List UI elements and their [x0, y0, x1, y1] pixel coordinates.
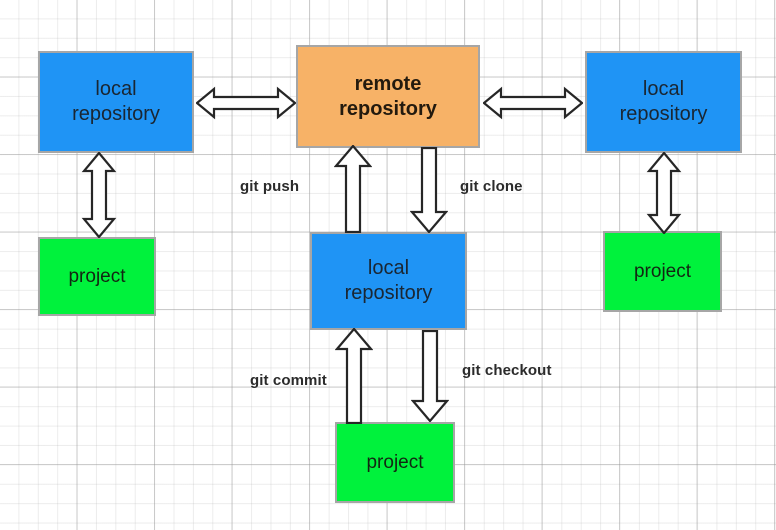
arrow-remote-to-local-right	[483, 86, 583, 120]
node-label: project	[633, 260, 692, 282]
node-label: project	[366, 451, 424, 473]
node-project-bottom[interactable]: project	[335, 422, 455, 503]
node-project-right[interactable]: project	[603, 231, 722, 312]
node-local-repository-right[interactable]: local repository	[585, 51, 742, 153]
edge-label-git-commit: git commit	[250, 372, 327, 389]
node-project-left[interactable]: project	[38, 237, 156, 316]
node-label: local repository	[619, 78, 708, 125]
arrow-local-left-to-remote	[196, 86, 296, 120]
edge-label-git-checkout: git checkout	[462, 362, 552, 379]
node-label: project	[68, 265, 126, 287]
arrow-git-push	[334, 145, 372, 233]
node-label: remote repository	[339, 72, 437, 120]
node-remote-repository[interactable]: remote repository	[296, 45, 480, 148]
arrow-git-commit	[335, 328, 373, 424]
node-label: local repository	[72, 78, 160, 125]
edge-label-git-push: git push	[240, 178, 300, 195]
edge-label-git-clone: git clone	[460, 178, 523, 195]
node-local-repository-left[interactable]: local repository	[38, 51, 194, 153]
arrow-git-checkout	[411, 330, 449, 422]
arrow-git-clone	[410, 147, 448, 233]
arrow-local-left-to-project-left	[81, 152, 117, 238]
node-local-repository-center[interactable]: local repository	[310, 232, 467, 330]
node-label: local repository	[344, 257, 433, 304]
arrow-local-right-to-project-right	[646, 152, 682, 234]
